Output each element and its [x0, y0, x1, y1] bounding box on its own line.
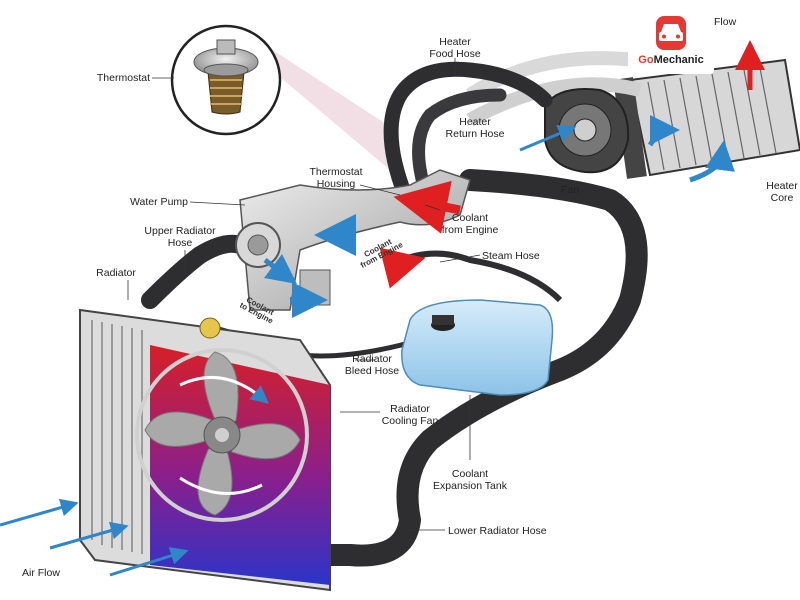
label-coolant-expansion-tank-line2: Expansion Tank [433, 480, 507, 492]
thermostat-inset [170, 24, 282, 136]
label-heater-core-line2: Core [770, 192, 794, 204]
label-thermostat-housing-line1: Thermostat [309, 166, 363, 178]
heater-core-pipe-bottom [466, 77, 642, 127]
label-radiator: Radiator [96, 267, 136, 279]
label-heater-return-hose-line1: Heater [459, 116, 491, 128]
upper-radiator-hose [141, 234, 249, 309]
radiator-cooling-fan [135, 348, 309, 522]
label-radiator-bleed-hose: Radiator Bleed Hose [345, 353, 399, 377]
label-coolant-from-engine: Coolant from Engine [442, 212, 499, 236]
label-coolant-expansion-tank: Coolant Expansion Tank [433, 468, 507, 492]
engine-block-pipe [235, 169, 471, 311]
heater-return-hose [412, 88, 507, 197]
label-radiator-cooling-fan: Radiator Cooling Fan [382, 403, 439, 427]
label-radiator-bleed-hose-line2: Bleed Hose [344, 365, 400, 377]
label-radiator-cooling-fan-line2: Cooling Fan [381, 415, 439, 427]
heater-fan [544, 88, 630, 174]
label-lower-radiator-hose: Lower Radiator Hose [448, 525, 547, 537]
label-thermostat: Thermostat [96, 72, 150, 84]
label-heater-return-hose-line2: Return Hose [445, 128, 505, 140]
logo-text: GoMechanic [628, 54, 714, 66]
label-thermostat-housing: Thermostat Housing [309, 166, 362, 190]
logo-suffix: Mechanic [653, 54, 704, 66]
car-icon [656, 16, 686, 50]
label-heater-core: Heater Core [766, 180, 798, 204]
label-upper-radiator-hose-line1: Upper Radiator [144, 225, 216, 237]
radiator [79, 308, 331, 592]
label-upper-radiator-hose: Upper Radiator Hose [144, 225, 215, 249]
heater-food-hose [383, 61, 553, 203]
logo-prefix: Go [638, 54, 654, 66]
label-coolant-from-engine-line2: from Engine [441, 224, 499, 236]
label-heater-food-hose: Heater Food Hose [429, 36, 480, 60]
label-water-pump: Water Pump [130, 196, 188, 208]
label-heater-return-hose: Heater Return Hose [446, 116, 505, 140]
thermostat-callout-cone [260, 45, 395, 170]
gomechanic-logo: GoMechanic [628, 10, 714, 74]
label-air-flow: Air Flow [22, 567, 60, 579]
label-upper-radiator-hose-line2: Hose [167, 237, 193, 249]
label-radiator-cooling-fan-line1: Radiator [390, 403, 430, 415]
heater-core-pipe-top [466, 51, 636, 101]
leader-lines [127, 58, 481, 531]
label-thermostat-housing-line2: Housing [316, 178, 356, 190]
label-heater-core-line1: Heater [766, 180, 798, 192]
label-coolant-expansion-tank-line1: Coolant [451, 468, 489, 480]
coolant-expansion-tank [401, 299, 554, 396]
label-heater-food-hose-line1: Heater [439, 36, 471, 48]
label-fan: Fan [560, 184, 580, 196]
label-steam-hose: Steam Hose [482, 250, 540, 262]
label-heater-food-hose-line2: Food Hose [429, 48, 481, 60]
flow-arrows [0, 40, 765, 577]
label-coolant-from-engine-line1: Coolant [451, 212, 489, 224]
label-flow: Flow [714, 16, 737, 28]
label-radiator-bleed-hose-line1: Radiator [352, 353, 392, 365]
heater-core [613, 58, 800, 179]
